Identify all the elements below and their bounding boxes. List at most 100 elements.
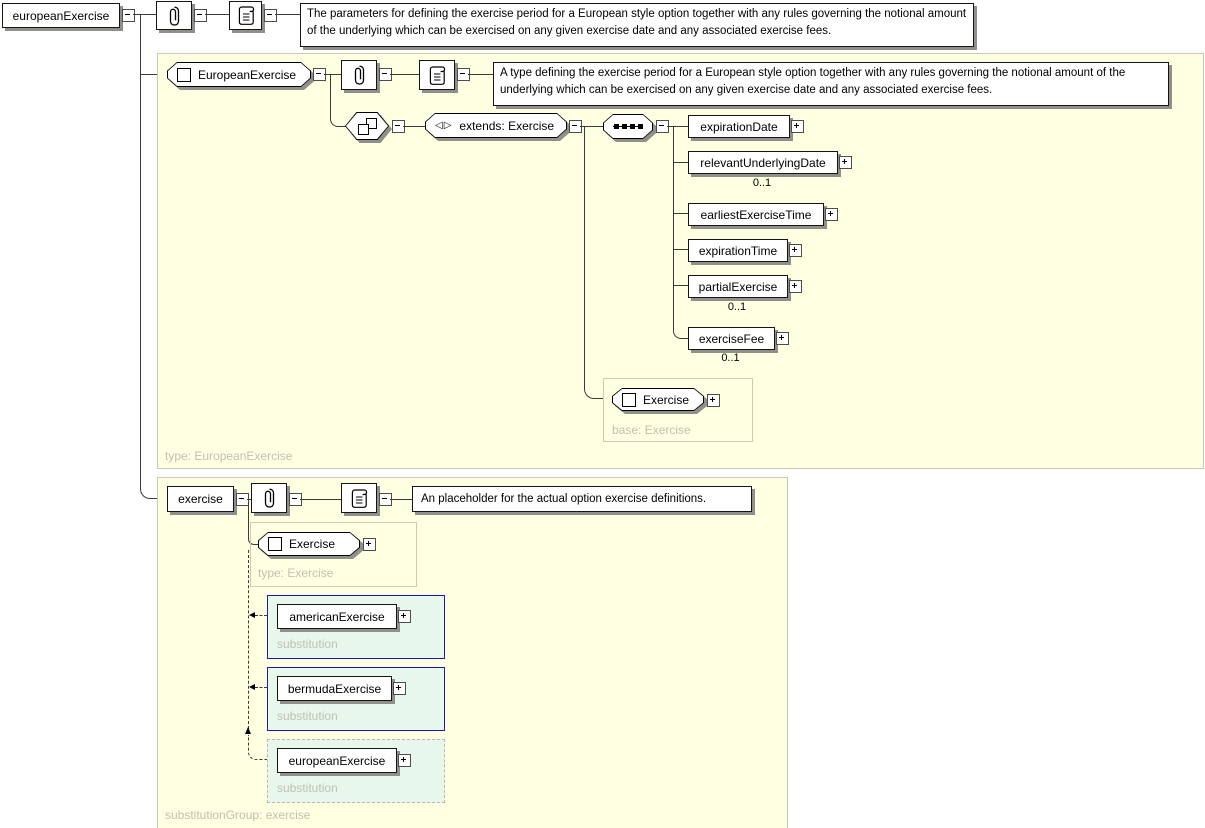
square-icon [622, 392, 636, 407]
dashed-arrow-icon [249, 684, 255, 690]
expand-icon[interactable] [776, 332, 789, 345]
element-label: bermudaExercise [287, 681, 382, 696]
square-icon [268, 537, 282, 551]
connector [403, 126, 425, 127]
connector [673, 126, 674, 327]
extension-label: extends: Exercise [459, 118, 555, 133]
element-label: earliestExerciseTime [700, 207, 812, 222]
element-europeanexercise[interactable]: europeanExercise [2, 3, 120, 28]
connector [673, 326, 689, 339]
element-expirationdate[interactable]: expirationDate [688, 115, 790, 138]
substitution-caption: substitution [277, 781, 338, 795]
documentation-box[interactable] [229, 1, 262, 30]
expand-icon[interactable] [825, 208, 838, 221]
collapse-icon[interactable] [569, 120, 582, 133]
element-europeanexercise-substitution[interactable]: europeanExercise [277, 748, 397, 773]
expand-icon[interactable] [789, 244, 802, 257]
connector [300, 499, 341, 500]
type-name: Exercise [643, 392, 690, 407]
documentation-text: An placeholder for the actual option exe… [412, 486, 752, 512]
element-label: exercise [178, 492, 223, 506]
complex-type-exercise-base[interactable]: Exercise [612, 388, 704, 411]
scroll-icon [351, 488, 368, 508]
substitution-caption: substitution [277, 709, 338, 723]
connector [673, 285, 688, 286]
cardinality-label: 0..1 [727, 301, 747, 313]
element-label: partialExercise [698, 279, 778, 294]
documentation-text: The parameters for defining the exercise… [300, 3, 974, 47]
element-relevantunderlyingdate[interactable]: relevantUnderlyingDate [688, 151, 838, 174]
expand-icon[interactable] [707, 394, 720, 407]
element-expirationtime[interactable]: expirationTime [688, 239, 788, 262]
complex-content-compositor[interactable] [345, 112, 392, 143]
connector [667, 126, 688, 127]
extension-icon: ◁▷ [435, 120, 453, 131]
collapse-icon[interactable] [194, 9, 207, 22]
paperclip-icon [169, 6, 179, 26]
element-label: europeanExercise [288, 753, 386, 768]
connector [673, 213, 688, 214]
element-earliestexercisetime[interactable]: earliestExerciseTime [688, 203, 824, 226]
cardinality-label: 0..1 [721, 352, 740, 364]
element-label: americanExercise [289, 609, 385, 624]
type-caption: type: Exercise [258, 566, 334, 580]
cardinality-label: 0..1 [752, 177, 772, 189]
paperclip-icon [264, 488, 274, 508]
complex-type-europeanexercise[interactable]: EuropeanExercise [167, 62, 311, 87]
expand-icon[interactable] [363, 538, 376, 551]
element-exercisefee[interactable]: exerciseFee [688, 327, 775, 350]
connector [248, 499, 259, 545]
connector [330, 74, 346, 127]
substitution-line [255, 615, 267, 616]
documentation-box[interactable] [419, 60, 455, 90]
element-exercise[interactable]: exercise [167, 486, 234, 512]
substitution-line [248, 735, 268, 760]
substitution-line [255, 687, 267, 688]
complex-type-exercise[interactable]: Exercise [258, 532, 360, 556]
annotation-box[interactable] [156, 1, 192, 30]
connector [140, 14, 168, 499]
substitution-caption: substitution [277, 637, 338, 651]
expand-icon[interactable] [791, 120, 804, 133]
expand-icon[interactable] [839, 156, 852, 169]
connector [673, 249, 688, 250]
dashed-arrow-icon [249, 612, 255, 618]
connector [673, 162, 688, 163]
element-label: relevantUnderlyingDate [700, 155, 826, 170]
overlapping-squares-icon [357, 117, 377, 135]
annotation-box[interactable] [341, 60, 377, 90]
connector [390, 499, 412, 500]
element-type-container [250, 522, 417, 587]
expand-icon[interactable] [398, 754, 411, 767]
dotted-sequence-icon [613, 123, 643, 130]
collapse-icon[interactable] [264, 9, 277, 22]
expand-icon[interactable] [393, 682, 406, 695]
connector [275, 14, 300, 15]
base-type-container [603, 378, 753, 442]
connector [584, 126, 604, 399]
extension-extends-exercise[interactable]: ◁▷ extends: Exercise [425, 113, 567, 138]
connector [205, 14, 229, 15]
documentation-text: A type defining the exercise period for … [493, 62, 1169, 106]
element-partialexercise[interactable]: partialExercise [688, 275, 788, 298]
expand-icon[interactable] [398, 610, 411, 623]
element-label: expirationTime [698, 243, 778, 258]
substitution-line [248, 550, 249, 734]
sequence-compositor[interactable] [603, 114, 653, 139]
connector [140, 74, 167, 75]
collapse-icon[interactable] [656, 120, 669, 133]
element-label: europeanExercise [12, 8, 110, 23]
scroll-icon [238, 6, 254, 25]
element-panel-exercise [157, 477, 788, 828]
expand-icon[interactable] [789, 280, 802, 293]
connector [468, 74, 493, 75]
collapse-icon[interactable] [122, 9, 135, 22]
element-americanexercise[interactable]: americanExercise [277, 604, 397, 629]
element-label: expirationDate [700, 119, 778, 134]
annotation-box[interactable] [251, 483, 287, 513]
element-bermudaexercise[interactable]: bermudaExercise [277, 676, 392, 701]
paperclip-icon [354, 65, 364, 85]
documentation-box[interactable] [341, 483, 377, 513]
connector [390, 74, 419, 75]
